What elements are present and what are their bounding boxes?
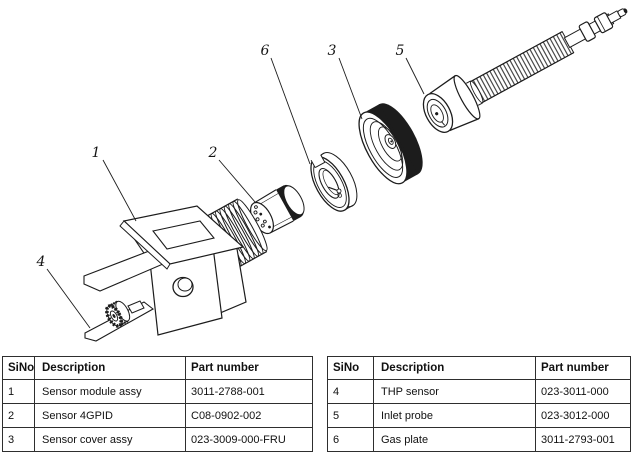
cell-part-number: 023-3011-000 (535, 379, 631, 404)
col-header-description: Description (34, 356, 186, 380)
cell-part-number: 3011-2788-001 (185, 379, 313, 404)
callout-leaders (46, 57, 425, 329)
cell-part-number: 023-3012-000 (535, 403, 631, 428)
cell-description: Inlet probe (373, 403, 536, 428)
gas-plate-drawing (310, 152, 358, 212)
callout-label-1: 1 (92, 145, 101, 161)
table-header-row: SiNo Description Part number (327, 356, 631, 380)
cell-description: THP sensor (373, 379, 536, 404)
cell-description: Sensor module assy (34, 379, 186, 404)
exploded-view-diagram: 1 2 3 4 5 6 (36, 8, 628, 342)
col-header-part-number: Part number (535, 356, 631, 380)
callout-label-4: 4 (36, 254, 46, 270)
cell-description: Sensor 4GPID (34, 403, 186, 428)
table-row: 4 THP sensor 023-3011-000 (327, 379, 631, 404)
table-row: 2 Sensor 4GPID C08-0902-002 (2, 403, 313, 428)
sensor-module-drawing (83, 198, 268, 336)
callout-label-3: 3 (328, 43, 337, 59)
cell-part-number: 3011-2793-001 (535, 427, 631, 452)
cell-sino: 4 (327, 379, 374, 404)
cell-part-number: C08-0902-002 (185, 403, 313, 428)
parts-table-right: SiNo Description Part number 4 THP senso… (327, 356, 631, 452)
cell-description: Gas plate (373, 427, 536, 452)
col-header-part-number: Part number (185, 356, 313, 380)
cell-sino: 6 (327, 427, 374, 452)
thp-sensor-drawing (84, 300, 154, 342)
col-header-description: Description (373, 356, 536, 380)
callout-leader-1 (102, 159, 137, 222)
col-header-sino: SiNo (2, 356, 35, 380)
table-header-row: SiNo Description Part number (2, 356, 313, 380)
callout-leader-6 (270, 57, 311, 165)
callout-leader-5 (405, 57, 425, 95)
cell-sino: 2 (2, 403, 35, 428)
callout-label-5: 5 (396, 43, 405, 59)
cell-sino: 3 (2, 427, 35, 452)
cell-sino: 5 (327, 403, 374, 428)
callout-leader-2 (218, 159, 256, 203)
callout-leader-3 (338, 57, 363, 120)
cell-description: Sensor cover assy (34, 427, 186, 452)
callout-leader-4 (46, 268, 91, 329)
table-row: 5 Inlet probe 023-3012-000 (327, 403, 631, 428)
sensor-4gpid-drawing (250, 184, 305, 235)
cell-part-number: 023-3009-000-FRU (185, 427, 313, 452)
col-header-sino: SiNo (327, 356, 374, 380)
callout-label-2: 2 (208, 145, 218, 161)
table-row: 1 Sensor module assy 3011-2788-001 (2, 379, 313, 404)
table-row: 3 Sensor cover assy 023-3009-000-FRU (2, 427, 313, 452)
parts-table-left: SiNo Description Part number 1 Sensor mo… (2, 356, 313, 452)
callout-label-6: 6 (261, 43, 270, 59)
cell-sino: 1 (2, 379, 35, 404)
table-row: 6 Gas plate 3011-2793-001 (327, 427, 631, 452)
inlet-probe-drawing (422, 8, 628, 133)
sensor-cover-drawing (358, 103, 423, 185)
